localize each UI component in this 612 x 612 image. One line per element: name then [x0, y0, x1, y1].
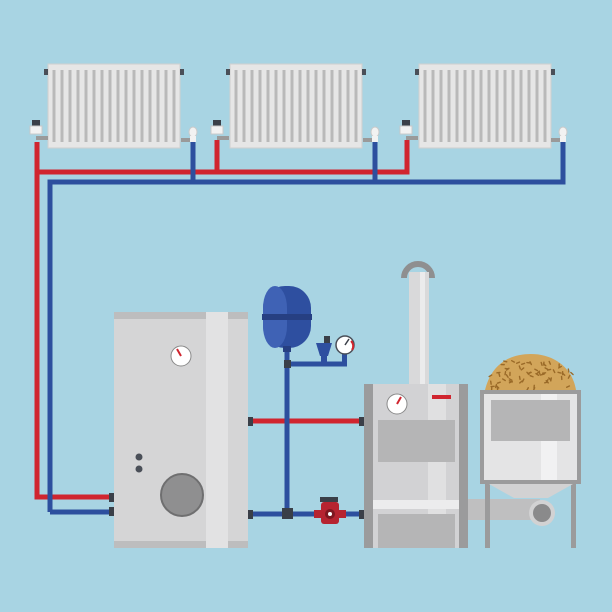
- pellet: [567, 368, 570, 373]
- pellet: [544, 367, 549, 371]
- pellet: [510, 359, 516, 363]
- auger-feed-icon: [468, 499, 540, 520]
- pellet-hopper: [480, 354, 581, 549]
- pellet: [532, 387, 536, 392]
- pellet: [488, 374, 493, 378]
- pellet: [503, 360, 508, 363]
- expansion-vessel: [262, 286, 312, 352]
- pellet: [567, 374, 571, 379]
- pellet: [544, 381, 549, 384]
- pellet: [498, 372, 501, 377]
- pellet: [570, 371, 574, 376]
- supply-pipes: [34, 140, 410, 500]
- radiator-2: [229, 63, 363, 149]
- safety-valve-icon: [316, 343, 332, 356]
- boiler-indicator-light: [432, 395, 451, 399]
- pellet-boiler: [364, 384, 468, 548]
- pellet: [496, 381, 501, 384]
- radiator-brackets: [44, 69, 555, 75]
- tank-thermometer-gauge: [170, 345, 192, 367]
- pellet: [565, 385, 571, 388]
- pellet: [536, 370, 541, 375]
- thermostatic-valves: [29, 120, 418, 140]
- circulation-pump: [314, 497, 346, 524]
- pellet: [540, 361, 543, 366]
- pellet: [548, 377, 552, 381]
- boiler-thermometer-gauge: [386, 393, 408, 415]
- return-valves: [181, 126, 568, 142]
- pellet: [529, 375, 534, 378]
- pellet: [534, 368, 539, 372]
- tank-inspection-hatch: [160, 473, 204, 517]
- safety-valve: [316, 336, 332, 364]
- return-pipes: [47, 140, 566, 517]
- pellet: [540, 373, 545, 376]
- pellet: [542, 363, 547, 367]
- pellet: [508, 378, 513, 381]
- pellet: [538, 371, 542, 376]
- radiator-3: [418, 63, 552, 149]
- pellet: [527, 371, 532, 375]
- radiator-icon: [229, 63, 363, 149]
- pellet: [515, 361, 521, 364]
- pellet: [535, 372, 540, 376]
- pellet: [518, 375, 521, 381]
- pellet: [529, 361, 533, 366]
- pellet: [557, 371, 562, 374]
- pellet: [526, 387, 529, 392]
- pellet: [519, 380, 523, 384]
- pellet: [495, 385, 500, 389]
- pellet: [505, 374, 509, 378]
- chimney-flue-icon: [401, 261, 435, 279]
- pellet: [501, 378, 506, 382]
- pellet: [548, 360, 552, 365]
- pellet: [552, 369, 556, 374]
- radiator-1: [47, 63, 181, 149]
- pipe-fittings: [109, 360, 365, 519]
- chimney-flue: [401, 261, 435, 385]
- pellet: [520, 367, 525, 371]
- pellet: [518, 365, 521, 370]
- radiator-icon: [418, 63, 552, 149]
- pressure-gauge: [335, 335, 355, 364]
- pellet: [508, 380, 513, 384]
- pellet: [546, 368, 552, 371]
- pellet: [521, 362, 526, 366]
- hot-water-storage-tank: [114, 312, 248, 548]
- radiator-icon: [47, 63, 181, 149]
